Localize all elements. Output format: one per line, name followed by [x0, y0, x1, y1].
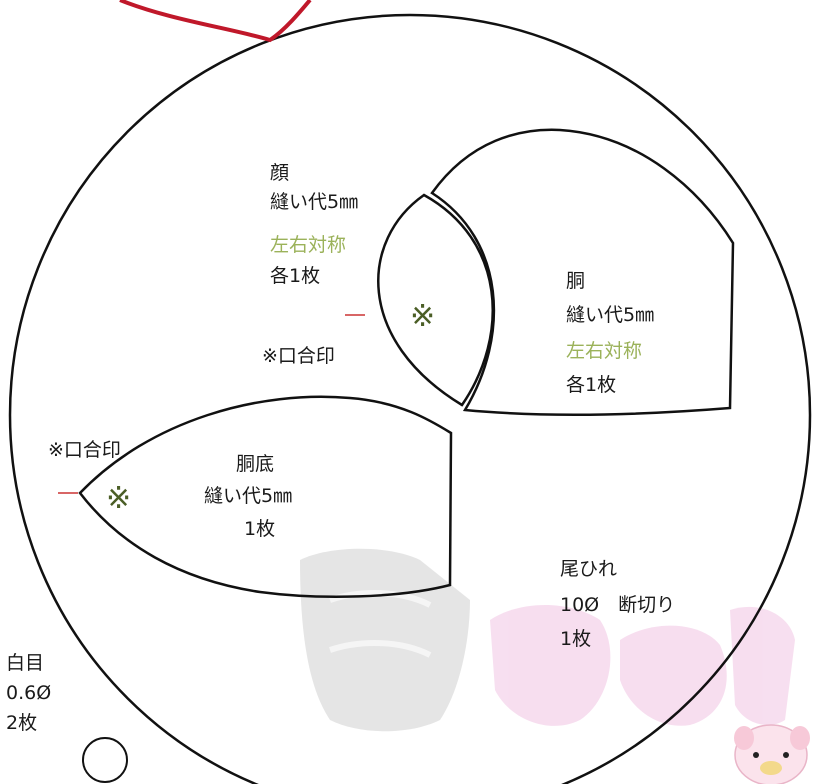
face-count-label: 各1枚 [270, 265, 321, 287]
body-symmetry-label: 左右対称 [566, 340, 643, 362]
body-name-label: 胴 [566, 270, 586, 292]
eye-circle [82, 737, 128, 783]
tail-spec-label: 10Ø 断切り [560, 594, 676, 616]
face-seam-label: 縫い代5㎜ [270, 191, 359, 213]
face-piece [377, 193, 494, 407]
bottom-notch-mark: ※ [106, 481, 132, 516]
face-symmetry-label: 左右対称 [270, 234, 347, 256]
body-piece [430, 128, 735, 417]
outer-circle [8, 13, 812, 784]
tail-count-label: 1枚 [560, 628, 592, 650]
hanger-loop [119, 0, 312, 43]
bottom-seam-label: 縫い代5㎜ [204, 485, 293, 507]
pig-mascot-icon [734, 724, 810, 784]
bottom-name-label: 胴底 [236, 453, 275, 475]
eye-count-label: 2枚 [6, 712, 38, 734]
bottom-count-label: 1枚 [244, 518, 276, 540]
face-notch-note: ※口合印 [262, 345, 335, 367]
body-seam-label: 縫い代5㎜ [566, 304, 655, 326]
bottom-piece [78, 395, 453, 598]
bottom-notch-note: ※口合印 [48, 439, 121, 461]
watermark-logo [300, 548, 470, 732]
eye-spec-label: 0.6Ø [6, 682, 52, 704]
face-notch-mark: ※ [410, 299, 436, 334]
body-count-label: 各1枚 [566, 374, 617, 396]
tail-name-label: 尾ひれ [560, 558, 618, 580]
watermark-kana [490, 605, 795, 726]
eye-name-label: 白目 [6, 652, 45, 674]
face-name-label: 顔 [270, 162, 290, 184]
